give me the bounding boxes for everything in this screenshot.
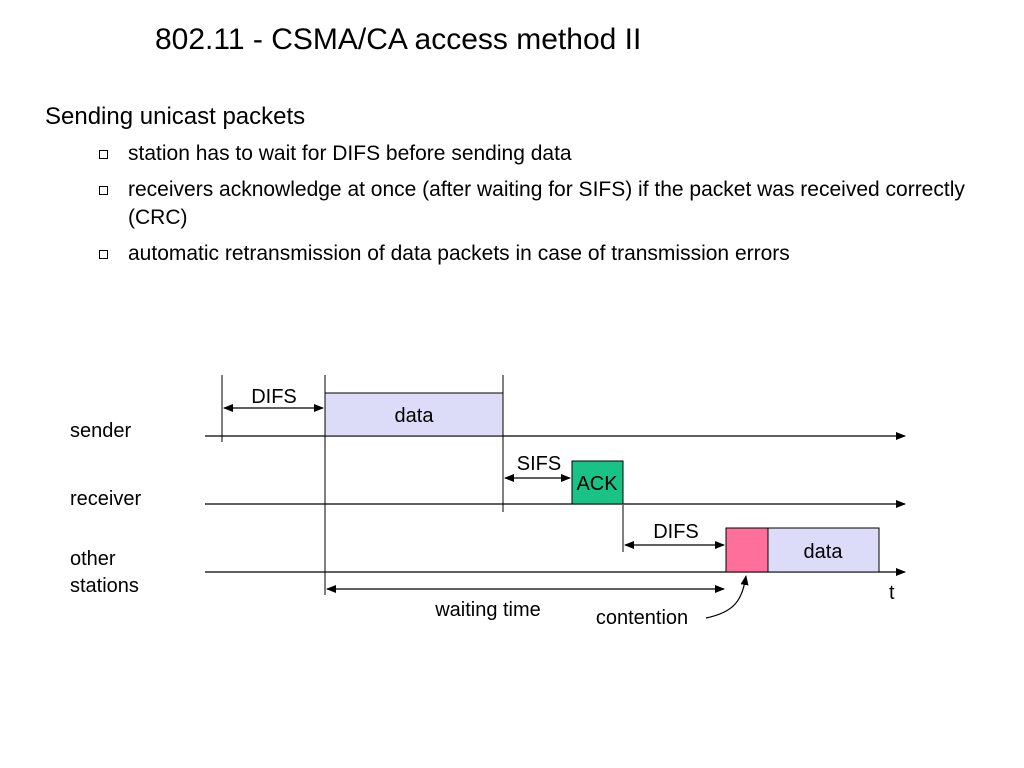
square-bullet-icon [99, 150, 108, 159]
waiting-time-label: waiting time [434, 599, 541, 621]
row-label-stations: stations [70, 575, 139, 597]
contention-label: contention [596, 607, 688, 629]
row-label-sender: sender [70, 420, 131, 442]
sifs-label: SIFS [517, 453, 561, 475]
slide-title: 802.11 - CSMA/CA access method II [155, 23, 642, 56]
other-data-block [767, 527, 880, 573]
bullet-item: receivers acknowledge at once (after wai… [96, 176, 996, 232]
other-data-label: data [804, 541, 844, 563]
bullet-text: receivers acknowledge at once (after wai… [128, 178, 965, 229]
contention-block [725, 527, 769, 573]
sender-data-label: data [395, 405, 435, 427]
bullet-text: station has to wait for DIFS before send… [128, 142, 572, 165]
ack-block [571, 460, 624, 505]
bullet-item: automatic retransmission of data packets… [96, 240, 996, 268]
row-label-other: other [70, 548, 116, 570]
bullet-item: station has to wait for DIFS before send… [96, 140, 996, 168]
difs-other-label: DIFS [653, 521, 699, 543]
contention-pointer-arrow [705, 575, 749, 619]
bullet-list: station has to wait for DIFS before send… [96, 140, 996, 276]
sender-data-block [324, 392, 504, 437]
ack-label: ACK [576, 473, 618, 495]
difs-sender-label: DIFS [251, 386, 297, 408]
time-axis-label: t [889, 582, 895, 604]
bullet-text: automatic retransmission of data packets… [128, 242, 790, 265]
row-label-receiver: receiver [70, 488, 141, 510]
square-bullet-icon [99, 250, 108, 259]
section-heading: Sending unicast packets [45, 103, 306, 130]
square-bullet-icon [99, 186, 108, 195]
